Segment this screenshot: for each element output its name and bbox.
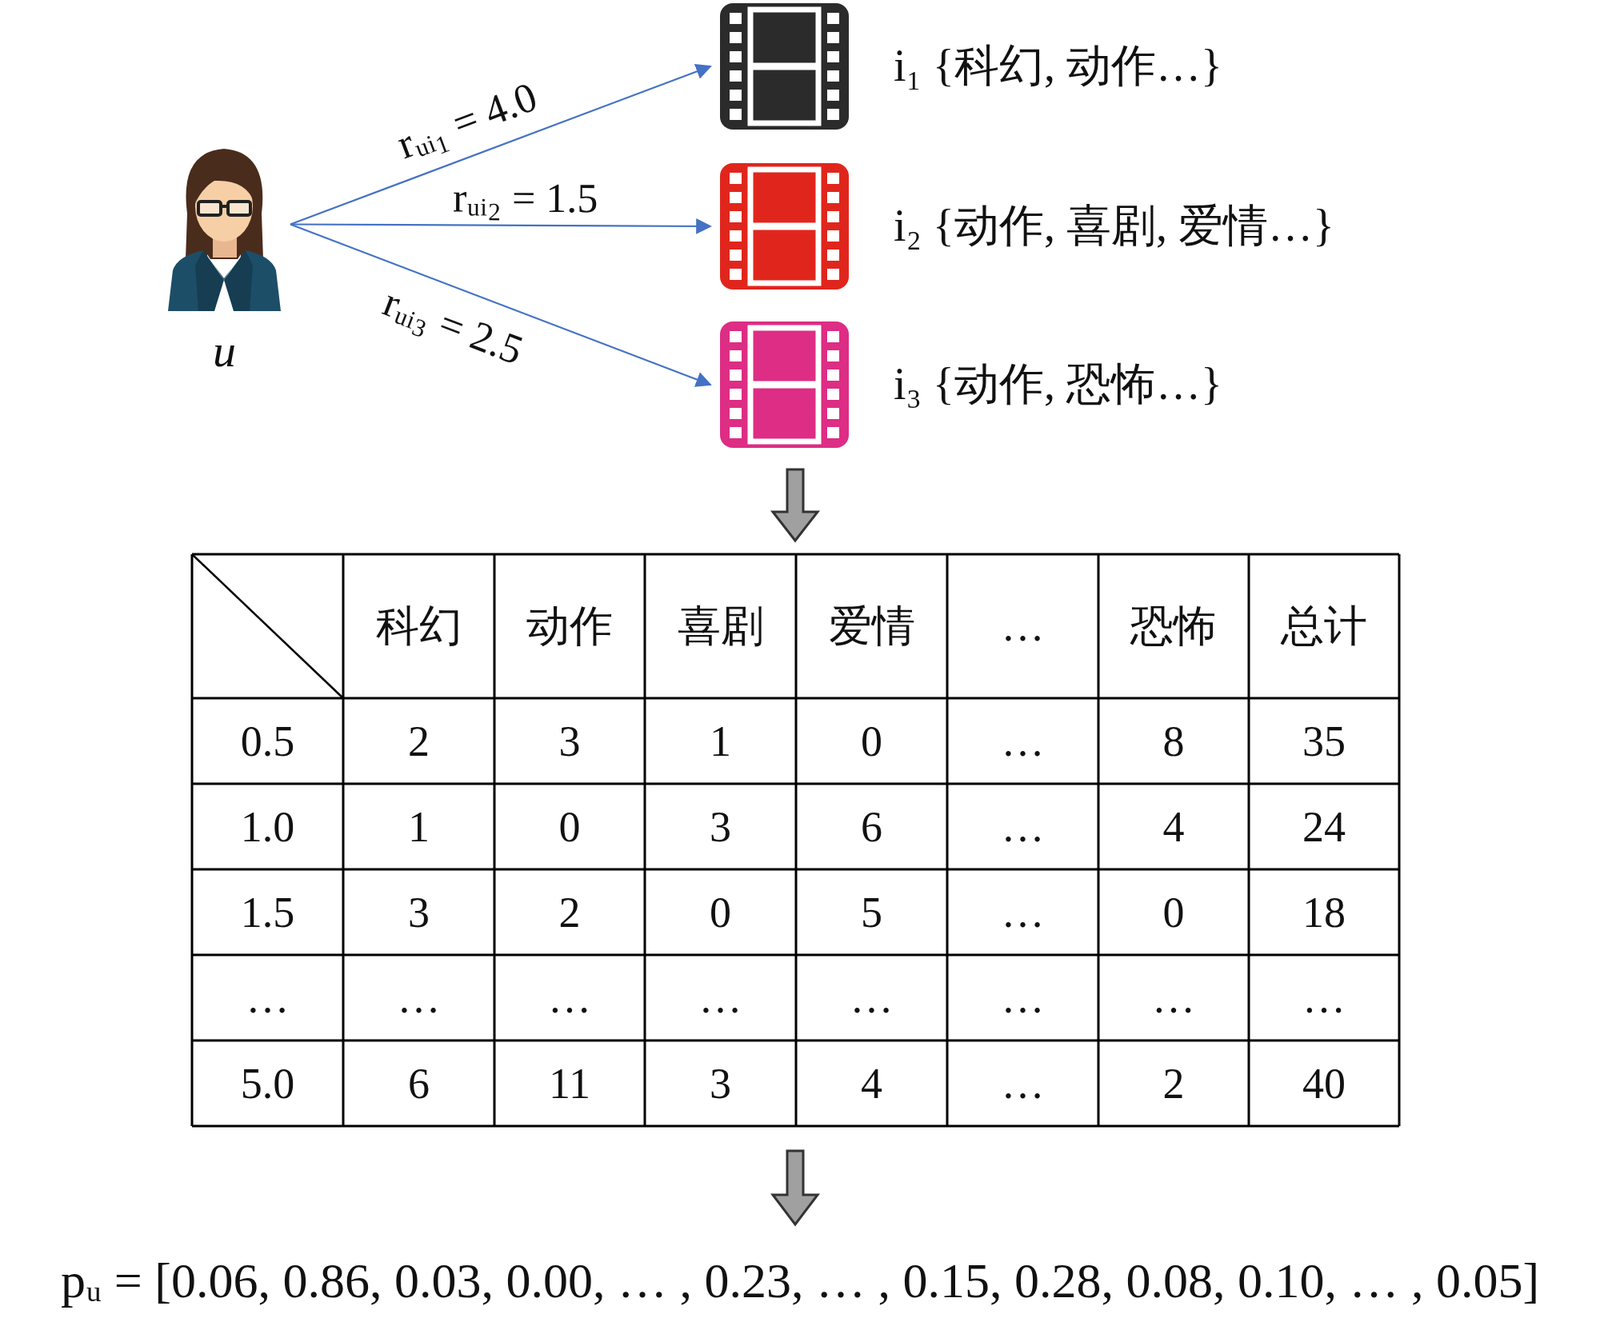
row-header: 1.5 bbox=[192, 869, 344, 956]
row-header: 5.0 bbox=[192, 1040, 344, 1127]
down-arrow bbox=[772, 1151, 818, 1225]
column-header: 科幻 bbox=[343, 554, 495, 699]
table-cell: … bbox=[343, 955, 495, 1041]
table-cell: 2 bbox=[494, 869, 645, 956]
table-cell: 2 bbox=[1098, 1040, 1249, 1127]
table-cell: 0 bbox=[494, 784, 645, 870]
table-cell: … bbox=[947, 955, 1099, 1041]
movie-node: i₃ {动作, 恐怖…} bbox=[720, 321, 849, 448]
table-cell: 5 bbox=[796, 869, 948, 956]
film-icon bbox=[720, 163, 849, 290]
rating-arrow bbox=[290, 66, 711, 225]
table-rule bbox=[1398, 554, 1401, 1127]
table-cell: 3 bbox=[644, 784, 796, 870]
film-icon bbox=[720, 3, 849, 130]
table-cell: 1 bbox=[644, 698, 796, 784]
table-cell: 18 bbox=[1248, 869, 1400, 956]
table-diagonal bbox=[192, 554, 344, 699]
table-cell: 11 bbox=[494, 1040, 645, 1127]
row-header: 1.0 bbox=[192, 784, 344, 870]
movie-genres: i₃ {动作, 恐怖…} bbox=[893, 357, 1223, 412]
table-cell: 8 bbox=[1098, 698, 1249, 784]
movie-genres: i₁ {科幻, 动作…} bbox=[893, 39, 1223, 93]
table-cell: … bbox=[947, 698, 1099, 784]
user-icon bbox=[163, 137, 286, 312]
table-cell: 6 bbox=[796, 784, 948, 870]
table-rule bbox=[795, 554, 798, 1127]
movie-genres: i₂ {动作, 喜剧, 爱情…} bbox=[893, 199, 1335, 253]
table-cell: 0 bbox=[1098, 869, 1249, 956]
preference-vector: pᵤ = [0.06, 0.86, 0.03, 0.00, … , 0.23, … bbox=[60, 1252, 1540, 1310]
connector-group bbox=[290, 66, 711, 385]
table-rule bbox=[191, 554, 194, 1127]
film-icon bbox=[720, 321, 849, 448]
column-header: 动作 bbox=[494, 554, 645, 699]
table-cell: 6 bbox=[343, 1040, 495, 1127]
table-cell: … bbox=[644, 955, 796, 1041]
table-cell: 3 bbox=[343, 869, 495, 956]
down-arrow bbox=[772, 469, 818, 541]
table-cell: 4 bbox=[796, 1040, 948, 1127]
rating-arrow bbox=[290, 224, 711, 228]
rating-label: rᵤᵢ₁ = 4.0 bbox=[388, 72, 546, 168]
table-cell: 0 bbox=[796, 698, 948, 784]
movie-node: i₂ {动作, 喜剧, 爱情…} bbox=[720, 163, 849, 290]
row-header: 0.5 bbox=[192, 698, 344, 784]
table-cell: … bbox=[494, 955, 645, 1041]
table-cell: 2 bbox=[343, 698, 495, 784]
table-rule bbox=[644, 554, 647, 1127]
column-header: 喜剧 bbox=[644, 554, 796, 699]
column-header: … bbox=[947, 554, 1099, 699]
table-rule bbox=[1248, 554, 1251, 1127]
column-header: 总计 bbox=[1248, 554, 1400, 699]
table-cell: 1 bbox=[343, 784, 495, 870]
table-cell: 35 bbox=[1248, 698, 1400, 784]
column-header: 爱情 bbox=[796, 554, 948, 699]
row-header: … bbox=[192, 955, 344, 1041]
table-rule bbox=[493, 554, 496, 1127]
column-header: 恐怖 bbox=[1098, 554, 1249, 699]
table-cell: … bbox=[947, 1040, 1099, 1127]
table-cell: … bbox=[796, 955, 948, 1041]
table-cell: … bbox=[947, 784, 1099, 870]
movie-node: i₁ {科幻, 动作…} bbox=[720, 3, 849, 130]
rating-label: rᵤᵢ₂ = 1.5 bbox=[449, 175, 602, 222]
table-rule bbox=[946, 554, 949, 1127]
table-cell: 40 bbox=[1248, 1040, 1400, 1127]
user-node: u bbox=[163, 137, 286, 312]
rating-label: rᵤᵢ₃ = 2.5 bbox=[374, 277, 532, 375]
table-cell: … bbox=[1248, 955, 1400, 1041]
rating-arrow bbox=[290, 224, 711, 386]
table-cell: 4 bbox=[1098, 784, 1249, 870]
table-grid bbox=[192, 554, 1400, 1127]
table-cell: … bbox=[1098, 955, 1249, 1041]
table-cell: … bbox=[947, 869, 1099, 956]
table-cell: 0 bbox=[644, 869, 796, 956]
table-cell: 3 bbox=[644, 1040, 796, 1127]
table-cell: 24 bbox=[1248, 784, 1400, 870]
table-rule bbox=[1097, 554, 1100, 1127]
table-cell: 3 bbox=[494, 698, 645, 784]
table-rule bbox=[342, 554, 345, 1127]
user-label: u bbox=[212, 325, 236, 377]
